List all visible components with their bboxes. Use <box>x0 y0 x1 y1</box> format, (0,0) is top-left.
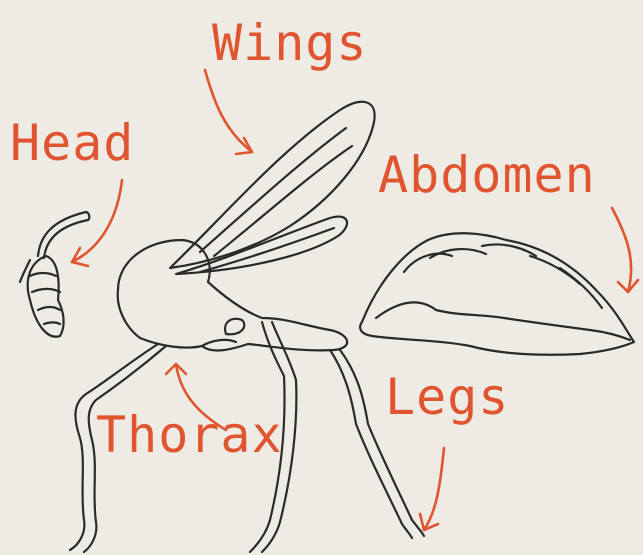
legs-arrow <box>420 448 444 530</box>
label-abdomen: Abdomen <box>378 150 596 200</box>
wings-arrow <box>205 70 252 154</box>
label-legs: Legs <box>385 372 509 422</box>
insect-thorax <box>118 240 347 350</box>
insect-head <box>20 212 89 337</box>
abdomen-arrow <box>612 208 638 292</box>
label-thorax: Thorax <box>96 410 283 460</box>
label-wings: Wings <box>212 18 368 68</box>
label-head: Head <box>10 118 134 168</box>
insect-abdomen <box>360 233 634 354</box>
